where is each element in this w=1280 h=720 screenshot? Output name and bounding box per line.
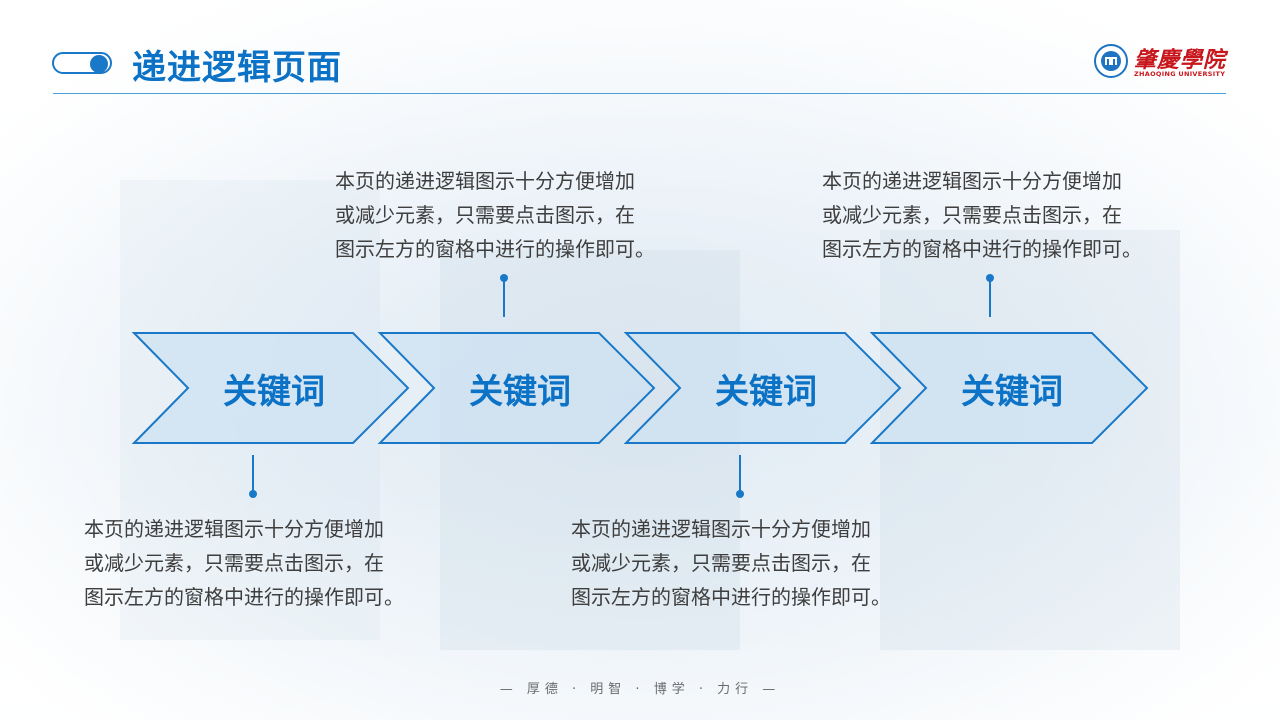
page-title: 递进逻辑页面 <box>132 48 342 88</box>
step-2-description: 本页的递进逻辑图示十分方便增加 或减少元素，只需要点击图示，在 图示左方的窗格中… <box>335 169 655 261</box>
step-1-description: 本页的递进逻辑图示十分方便增加 或减少元素，只需要点击图示，在 图示左方的窗格中… <box>84 517 404 609</box>
chevron-step-1[interactable] <box>131 332 410 444</box>
step-4-keyword: 关键词 <box>961 372 1063 412</box>
chevron-step-3[interactable] <box>623 332 902 444</box>
step-3-connector-dot <box>736 490 744 498</box>
chevron-step-4[interactable] <box>869 332 1149 444</box>
footer-motto: — 厚德 · 明智 · 博学 · 力行 — <box>499 682 781 697</box>
toggle-knob <box>90 55 108 73</box>
step-1-connector-dot <box>249 490 257 498</box>
step-1-keyword: 关键词 <box>223 372 325 412</box>
step-1-connector <box>252 455 254 493</box>
university-seal-icon <box>1094 44 1128 78</box>
logo-name-cn: 肇慶學院 <box>1134 47 1227 73</box>
step-2-connector <box>503 278 505 317</box>
header: 递进逻辑页面 肇慶學院 ZHAOQING UNIVERSITY <box>0 0 1280 100</box>
university-logo: 肇慶學院 ZHAOQING UNIVERSITY <box>1094 44 1226 82</box>
logo-name-en: ZHAOQING UNIVERSITY <box>1134 70 1226 78</box>
header-divider <box>53 93 1226 94</box>
step-3-connector <box>739 455 741 493</box>
toggle-decoration-icon <box>52 52 112 74</box>
background-building <box>440 250 740 650</box>
step-3-keyword: 关键词 <box>715 372 817 412</box>
step-4-connector <box>989 278 991 317</box>
step-3-description: 本页的递进逻辑图示十分方便增加 或减少元素，只需要点击图示，在 图示左方的窗格中… <box>571 517 891 609</box>
step-2-keyword: 关键词 <box>469 372 571 412</box>
step-4-description: 本页的递进逻辑图示十分方便增加 或减少元素，只需要点击图示，在 图示左方的窗格中… <box>822 169 1142 261</box>
chevron-step-2[interactable] <box>377 332 656 444</box>
